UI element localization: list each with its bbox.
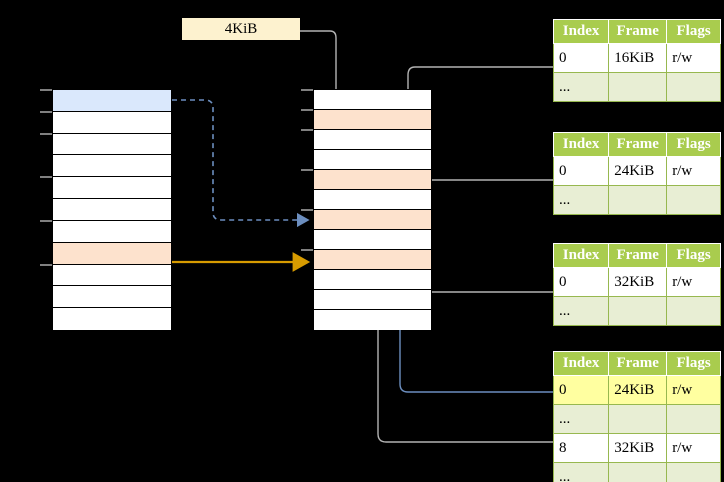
column-header-flags: Flags bbox=[666, 19, 721, 44]
table-cell bbox=[666, 462, 721, 482]
table-cell bbox=[608, 296, 668, 326]
wire-pt3-to-physical bbox=[416, 270, 553, 293]
table-cell: r/w bbox=[666, 375, 721, 405]
table-cell: 0 bbox=[552, 267, 610, 297]
callout-label: 4KiB bbox=[224, 20, 258, 37]
table-row: ... bbox=[552, 296, 721, 326]
wire-pt2-to-physical bbox=[416, 179, 553, 214]
memory-row bbox=[314, 110, 431, 130]
table-cell: r/w bbox=[666, 433, 721, 463]
row-tick-mark bbox=[40, 110, 52, 113]
row-tick-mark bbox=[301, 209, 313, 211]
table-cell bbox=[666, 296, 721, 326]
table-cell: 0 bbox=[552, 43, 610, 73]
memory-row bbox=[314, 230, 431, 250]
table-cell: ... bbox=[552, 404, 610, 434]
column-header-index: Index bbox=[552, 19, 610, 44]
table-cell: 0 bbox=[552, 156, 610, 186]
memory-row bbox=[314, 210, 431, 230]
memory-row bbox=[53, 133, 171, 156]
table-cell bbox=[608, 185, 668, 215]
table-cell bbox=[608, 72, 668, 102]
memory-row bbox=[53, 111, 171, 134]
table-cell: 16KiB bbox=[608, 43, 668, 73]
memory-row bbox=[53, 177, 171, 200]
table-row: ... bbox=[552, 185, 721, 215]
memory-row bbox=[53, 155, 171, 178]
table-cell bbox=[666, 185, 721, 215]
table-cell: 32KiB bbox=[608, 433, 668, 463]
table-cell: r/w bbox=[666, 267, 721, 297]
table-cell: ... bbox=[552, 296, 610, 326]
row-tick-mark bbox=[40, 132, 52, 135]
table-cell: ... bbox=[552, 462, 610, 482]
row-tick-mark bbox=[40, 263, 52, 266]
column-header-frame: Frame bbox=[608, 19, 668, 44]
table-row: ... bbox=[552, 404, 721, 434]
row-tick-mark bbox=[301, 89, 313, 91]
table-cell: ... bbox=[552, 72, 610, 102]
row-tick-mark bbox=[40, 176, 52, 179]
column-header-index: Index bbox=[552, 243, 610, 268]
row-tick-mark bbox=[301, 129, 313, 131]
table-cell: ... bbox=[552, 185, 610, 215]
table-cell: 8 bbox=[552, 433, 610, 463]
row-tick-mark bbox=[40, 219, 52, 222]
column-header-flags: Flags bbox=[666, 243, 721, 268]
column-header-frame: Frame bbox=[608, 132, 668, 157]
row-tick-mark bbox=[301, 169, 313, 171]
column-header-frame: Frame bbox=[608, 243, 668, 268]
memory-row bbox=[314, 150, 431, 170]
memory-row bbox=[314, 290, 431, 310]
table-row: ... bbox=[552, 462, 721, 482]
memory-row bbox=[53, 242, 171, 265]
row-tick-mark bbox=[40, 89, 52, 91]
callout-4kib: 4KiB bbox=[182, 18, 300, 40]
memory-row bbox=[314, 250, 431, 270]
row-tick-mark bbox=[301, 109, 313, 111]
memory-row bbox=[53, 199, 171, 221]
memory-row bbox=[53, 286, 171, 309]
table-cell: r/w bbox=[666, 156, 721, 186]
table-cell: 24KiB bbox=[608, 156, 668, 186]
memory-row bbox=[53, 264, 171, 287]
table-cell: 24KiB bbox=[608, 375, 668, 405]
row-tick-mark bbox=[301, 249, 313, 251]
column-header-flags: Flags bbox=[666, 132, 721, 157]
table-cell bbox=[666, 404, 721, 434]
memory-row bbox=[314, 310, 431, 330]
table-cell: 32KiB bbox=[608, 267, 668, 297]
memory-row bbox=[314, 190, 431, 210]
column-header-index: Index bbox=[552, 132, 610, 157]
memory-row bbox=[314, 270, 431, 290]
table-cell bbox=[608, 404, 668, 434]
column-header-flags: Flags bbox=[666, 351, 721, 376]
memory-row bbox=[53, 90, 171, 112]
table-cell bbox=[666, 72, 721, 102]
wire-virtual-dashed bbox=[172, 99, 310, 228]
memory-row bbox=[53, 308, 171, 330]
table-cell: 0 bbox=[552, 375, 610, 405]
physical-memory-column bbox=[313, 89, 432, 330]
table-cell bbox=[608, 462, 668, 482]
column-header-index: Index bbox=[552, 351, 610, 376]
table-row: ... bbox=[552, 72, 721, 102]
memory-row bbox=[314, 90, 431, 110]
memory-row bbox=[314, 130, 431, 150]
memory-row bbox=[314, 170, 431, 190]
table-cell: r/w bbox=[666, 43, 721, 73]
memory-row bbox=[53, 220, 171, 243]
virtual-address-column bbox=[52, 89, 172, 330]
column-header-frame: Frame bbox=[608, 351, 668, 376]
